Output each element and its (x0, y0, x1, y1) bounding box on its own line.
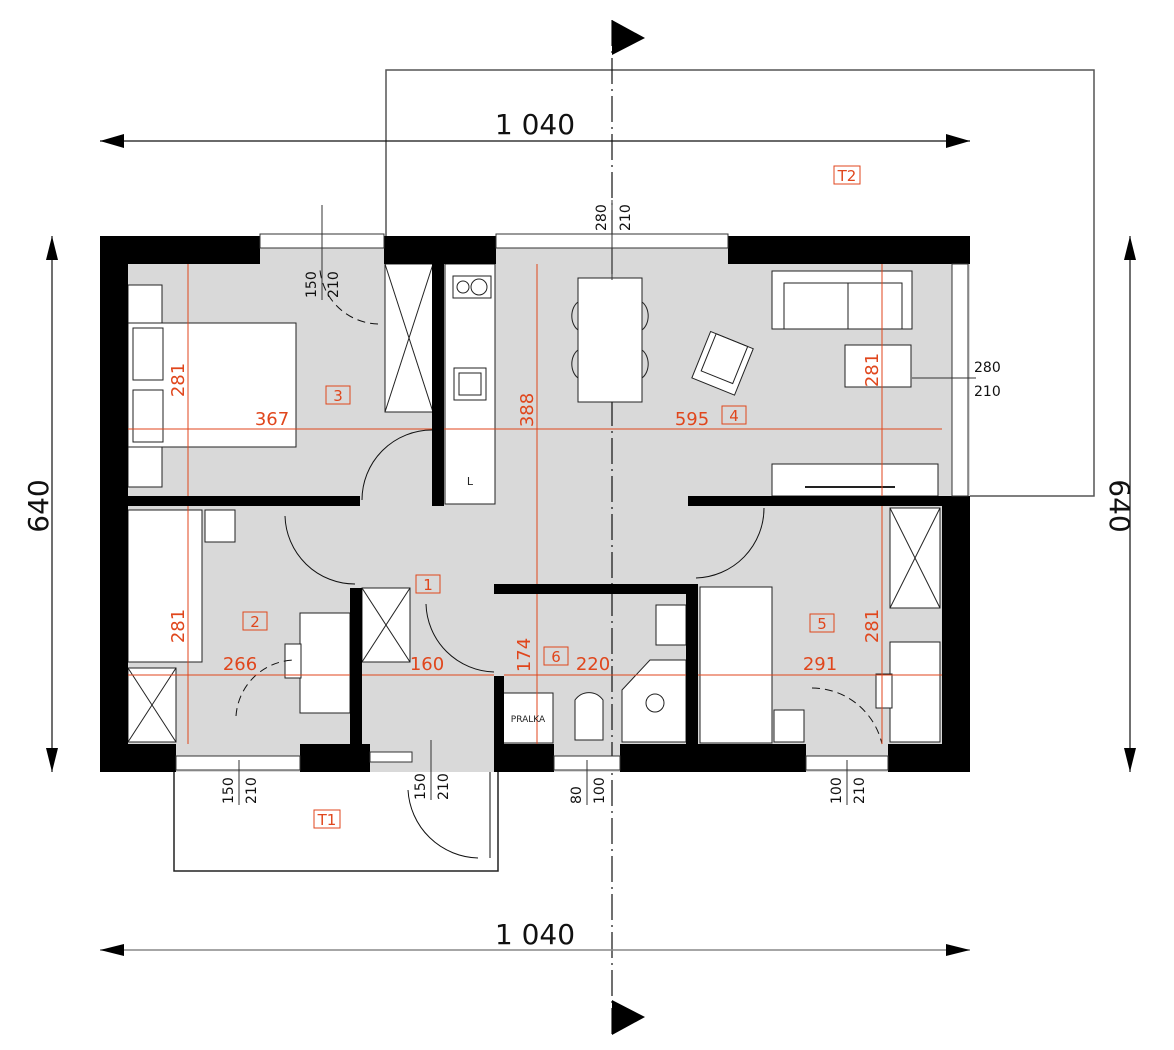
room2-door-head: 210 (244, 777, 260, 804)
room6-width: 220 (576, 654, 610, 675)
room2-depth: 281 (168, 609, 189, 643)
terrace-t2-outline (385, 69, 1095, 497)
room4-side-window-sill: 280 (974, 360, 1001, 376)
room3-window-head: 210 (326, 271, 342, 298)
room4-tag: 4 (729, 407, 739, 425)
overall-width-label-bottom: 1 040 (495, 918, 575, 951)
room3-tag: 3 (333, 387, 343, 405)
dimension-width-bottom (100, 944, 970, 956)
room-tags (242, 165, 861, 829)
section-line (611, 20, 645, 1035)
room3-width: 367 (255, 409, 289, 430)
dimension-depth-left (46, 236, 58, 772)
room4-width: 595 (675, 409, 709, 430)
dimension-width-top (100, 134, 970, 148)
arrow-right-icon (946, 134, 970, 148)
overall-depth-label-left: 640 (22, 479, 55, 532)
arrow-down-icon (46, 748, 58, 772)
room6-tag: 6 (551, 648, 561, 666)
room5-door-sill: 100 (829, 777, 845, 804)
terrace-t1-outline (173, 772, 499, 872)
room1-width: 160 (410, 654, 444, 675)
room-dimension-lines (128, 264, 942, 744)
terrace-t2-tag: T2 (837, 167, 857, 185)
walls (100, 236, 970, 772)
room4-depth-secondary: 281 (862, 353, 883, 387)
overall-depth-label-right: 640 (1103, 479, 1136, 532)
arrow-right-icon (946, 944, 970, 956)
room5-width: 291 (803, 654, 837, 675)
terrace-t1-tag: T1 (317, 811, 337, 829)
room2-width: 266 (223, 654, 257, 675)
room4-top-window-head: 210 (618, 204, 634, 231)
bathroom-window-head: 100 (592, 777, 608, 804)
room4-side-window-head: 210 (974, 384, 1001, 400)
room2-tag: 2 (250, 613, 260, 631)
arrow-up-icon (1124, 236, 1136, 260)
room3-depth: 281 (168, 363, 189, 397)
room5-door-head: 210 (852, 777, 868, 804)
bathroom-window-sill: 80 (569, 786, 585, 804)
kitchen-marker: L (467, 475, 474, 488)
entrance-door-sill: 150 (413, 773, 429, 800)
arrow-left-icon (100, 134, 124, 148)
arrow-down-icon (1124, 748, 1136, 772)
room6-depth: 174 (514, 638, 535, 672)
section-marker-top-icon (612, 20, 645, 55)
room1-tag: 1 (423, 576, 433, 594)
opening-leaders (238, 200, 976, 805)
furniture (127, 263, 941, 744)
room5-depth: 281 (862, 609, 883, 643)
overall-width-label-top: 1 040 (495, 108, 575, 141)
door-swings (235, 269, 883, 859)
arrow-up-icon (46, 236, 58, 260)
arrow-left-icon (100, 944, 124, 956)
room4-top-window-sill: 280 (594, 204, 610, 231)
room3-window-sill: 150 (304, 271, 320, 298)
washing-machine-label: PRALKA (511, 715, 546, 725)
room5-tag: 5 (817, 615, 827, 633)
entrance-door-head: 210 (436, 773, 452, 800)
section-marker-bottom-icon (612, 1000, 645, 1035)
room4-depth: 388 (517, 393, 538, 427)
room2-door-sill: 150 (221, 777, 237, 804)
dimension-depth-right (1124, 236, 1136, 772)
